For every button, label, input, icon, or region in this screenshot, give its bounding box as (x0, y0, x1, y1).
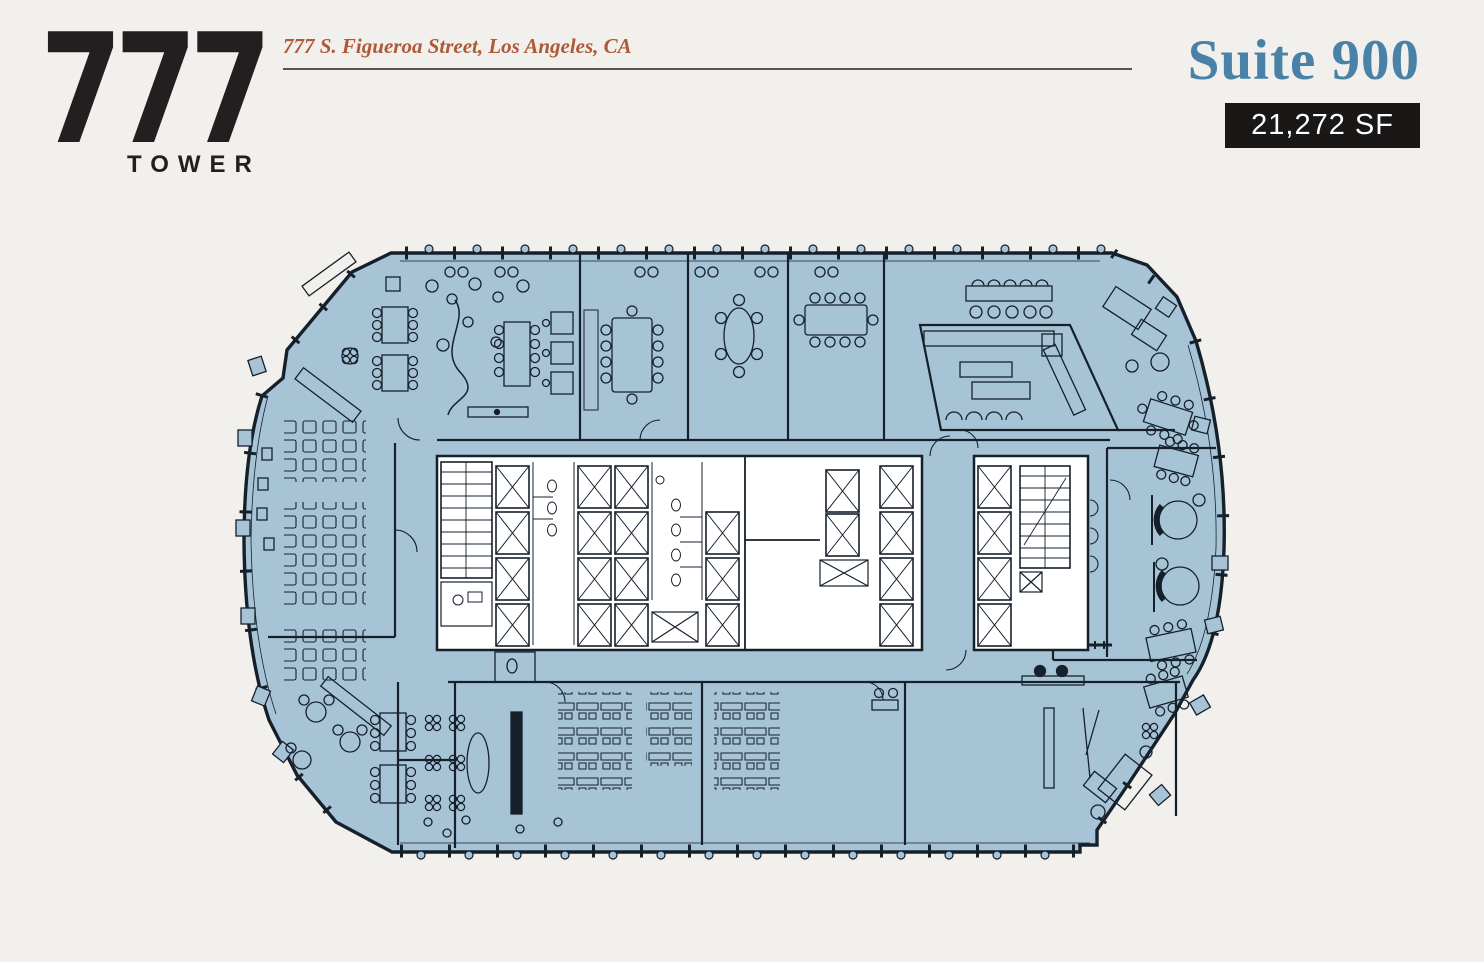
logo-777: 777 (40, 1, 272, 178)
suite-title: Suite 900 (1187, 29, 1420, 92)
window-mullions (235, 244, 1230, 860)
lounge-top-right (1101, 285, 1170, 373)
restrooms (532, 462, 703, 645)
lounge-top-left (256, 251, 839, 737)
stairwell-right (1019, 465, 1071, 569)
door-swings (394, 417, 1131, 703)
logo-tower: TOWER (127, 151, 261, 178)
auditorium-seating (284, 420, 366, 682)
workstation-clusters (558, 687, 899, 790)
bottom-right-rooms (1021, 664, 1159, 820)
address-line: 777 S. Figueroa Street, Los Angeles, CA (283, 34, 1132, 70)
meeting-tables-right (1137, 391, 1206, 717)
furniture (256, 251, 1206, 838)
stairwell-left (440, 461, 493, 627)
elevator-core (435, 454, 1099, 652)
conference-tables (583, 292, 879, 411)
cafe-tables (285, 651, 563, 838)
area-badge: 21,272 SF (1225, 103, 1420, 148)
kitchen-area (923, 279, 1087, 421)
elevator-shafts (495, 465, 1043, 647)
